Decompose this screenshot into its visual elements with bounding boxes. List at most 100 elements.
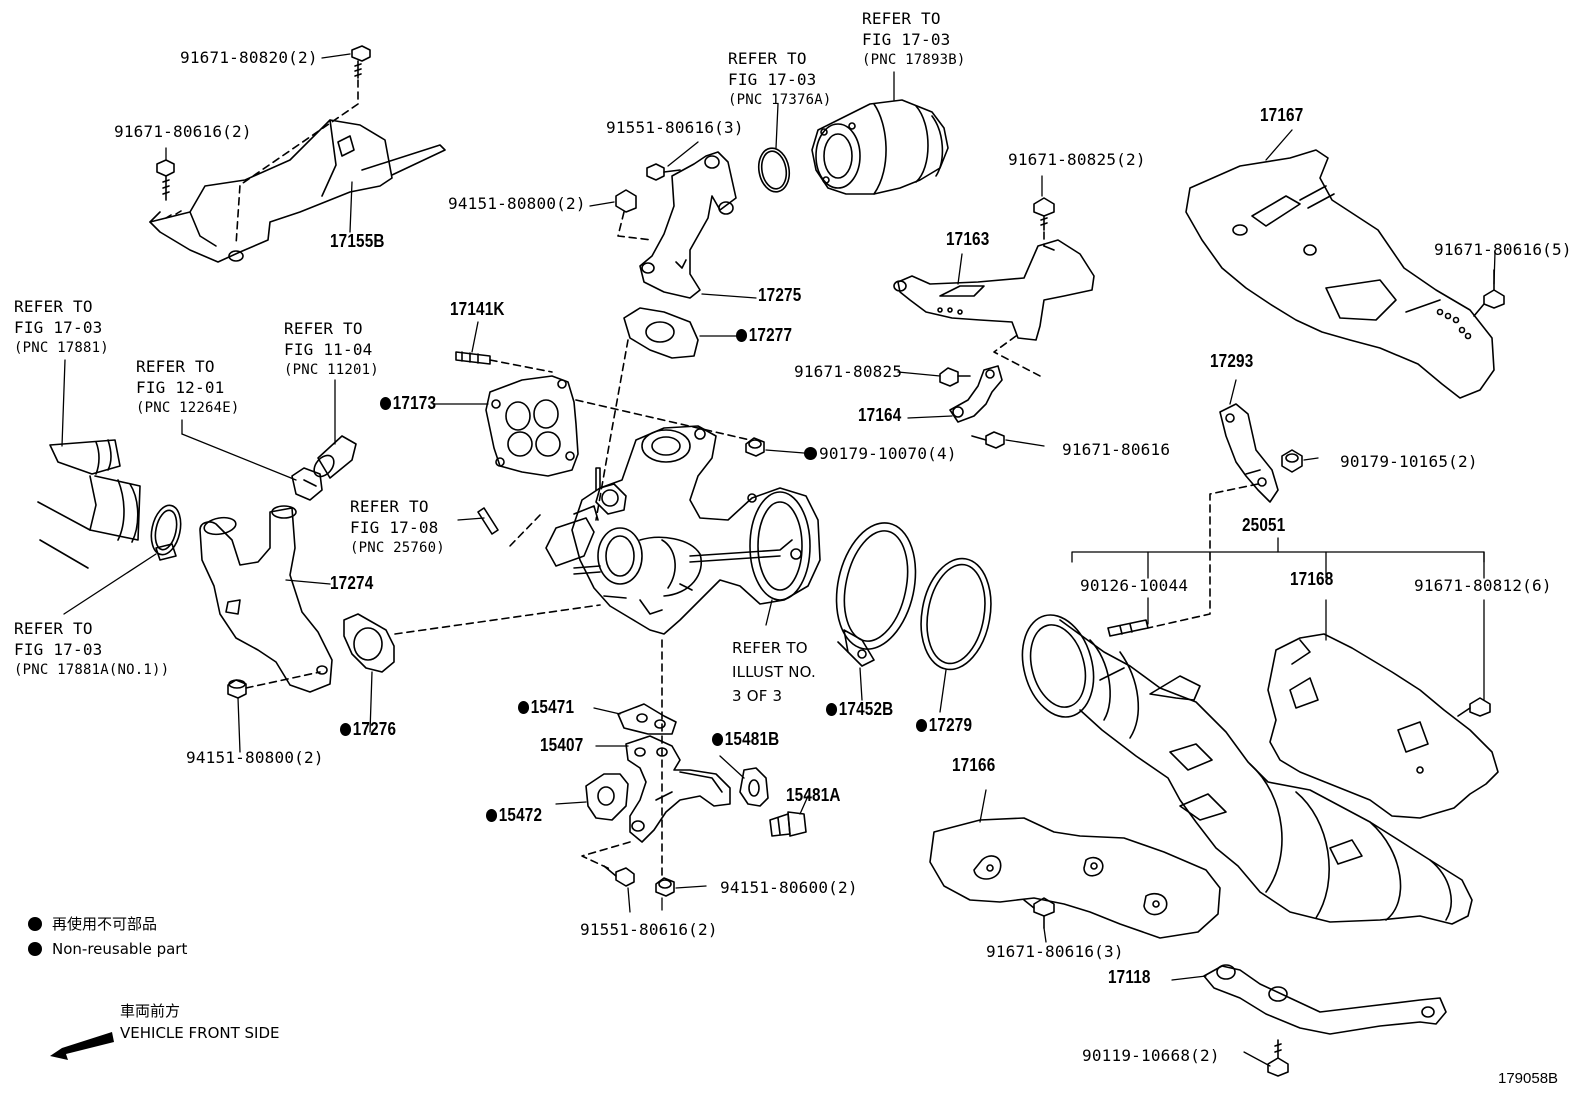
label-17275: 17275	[758, 285, 802, 305]
label-15481b-text: 15481B	[724, 729, 780, 749]
bolt-91671-80825-b	[939, 367, 971, 387]
gasket-17277	[623, 307, 699, 359]
line-oilpipe-nut	[617, 211, 653, 241]
non-reusable-dot	[804, 447, 817, 460]
ref-17881-line2: FIG 17-03	[14, 318, 103, 337]
stud-90126-10044	[1107, 619, 1149, 637]
bolt-91671-80616-b	[971, 431, 1005, 449]
ref-17881a-line1: REFER TO	[14, 619, 93, 638]
vehicle-front-jp: 車両前方	[120, 1002, 181, 1020]
heat-insulator-17155b	[149, 79, 446, 263]
ref-17881: REFER TO FIG 17-03 (PNC 17881)	[14, 296, 109, 359]
non-reusable-dot	[736, 329, 748, 342]
label-15407: 15407	[540, 735, 584, 755]
vehicle-front-arrow	[50, 1032, 114, 1060]
gasket-15481b	[739, 767, 769, 807]
bolt-91551-80616-a	[646, 163, 681, 181]
ref-17881a-line3: (PNC 17881A(NO.1))	[14, 662, 170, 678]
label-17277-text: 17277	[748, 325, 793, 345]
vehicle-front-en: VEHICLE FRONT SIDE	[120, 1024, 280, 1042]
stay-17293	[1219, 403, 1279, 503]
bracket-17118	[1203, 964, 1447, 1035]
label-17173: 17173	[380, 394, 436, 413]
heat-insulator-17167	[1185, 149, 1495, 399]
label-15471: 15471	[518, 698, 574, 717]
label-90119-10668: 90119-10668(2)	[1082, 1046, 1220, 1065]
nut-94151-80800-b	[227, 679, 247, 699]
non-reusable-dot	[486, 809, 498, 822]
line-stud	[489, 359, 553, 373]
label-90179-10165: 90179-10165(2)	[1340, 452, 1478, 471]
non-reusable-dot	[712, 733, 724, 746]
ref-25760-line2: FIG 17-08	[350, 518, 439, 537]
label-15472-text: 15472	[498, 805, 543, 825]
bolt-91671-80825-a	[1033, 197, 1055, 231]
gasket-17279	[920, 557, 992, 671]
label-17276-text: 17276	[352, 719, 397, 739]
label-91551-80616-a: 91551-80616(3)	[606, 118, 744, 137]
ref-11201-line1: REFER TO	[284, 319, 363, 338]
ref-12264e-line1: REFER TO	[136, 357, 215, 376]
label-17166: 17166	[952, 755, 996, 775]
bolt-91551-80616-b	[603, 865, 635, 887]
inlet-hose-17274	[199, 505, 333, 693]
label-94151-80800-a: 94151-80800(2)	[448, 194, 586, 213]
hose-clamp	[150, 504, 182, 561]
bolt-91671-80616-a	[156, 159, 175, 201]
bracket-17163	[893, 231, 1095, 377]
ref-17376a-line3: (PNC 17376A)	[728, 92, 832, 108]
oil-return-pipe-15407	[625, 735, 731, 843]
ref-12264e-line3: (PNC 12264E)	[136, 400, 240, 416]
label-17274: 17274	[330, 573, 374, 593]
non-reusable-dot	[916, 719, 928, 732]
bolt-91671-80616-c	[1473, 269, 1505, 317]
label-91671-80825-b: 91671-80825	[794, 362, 903, 381]
bolt-91671-80812	[1457, 697, 1491, 717]
clamp-17452b	[835, 522, 917, 667]
label-91551-80616-b: 91551-80616(2)	[580, 920, 718, 939]
bolt-91671-80820	[351, 45, 371, 79]
legend-row-jp: 再使用不可部品	[28, 912, 187, 937]
ref-illust-3-line3: 3 OF 3	[732, 687, 783, 705]
label-17167: 17167	[1260, 105, 1304, 125]
ref-11201-line2: FIG 11-04	[284, 340, 373, 359]
legend-en-text: Non-reusable part	[52, 940, 188, 958]
air-hose-17881	[37, 439, 141, 569]
non-reusable-dot	[518, 701, 530, 714]
label-91671-80616-a: 91671-80616(2)	[114, 122, 252, 141]
label-90126-10044: 90126-10044	[1080, 576, 1189, 595]
label-15472: 15472	[486, 806, 542, 825]
legend-row-en: Non-reusable part	[28, 937, 187, 962]
legend-dot	[28, 917, 42, 931]
label-17452b-text: 17452B	[838, 699, 894, 719]
label-17452b: 17452B	[826, 700, 893, 719]
ref-17881-line1: REFER TO	[14, 297, 93, 316]
label-94151-80600: 94151-80600(2)	[720, 878, 858, 897]
vehicle-front-side: 車両前方 VEHICLE FRONT SIDE	[120, 1000, 280, 1044]
label-17277: 17277	[736, 326, 792, 345]
label-94151-80800-b: 94151-80800(2)	[186, 748, 324, 767]
label-15471-text: 15471	[530, 697, 575, 717]
label-91671-80616-d: 91671-80616(3)	[986, 942, 1124, 961]
ref-12264e: REFER TO FIG 12-01 (PNC 12264E)	[136, 356, 240, 419]
nut-94151-80600	[655, 877, 675, 897]
label-17164: 17164	[858, 405, 902, 425]
label-91671-80616-c: 91671-80616(5)	[1434, 240, 1572, 259]
ref-17376a-line1: REFER TO	[728, 49, 807, 68]
turbo-oil-pipe-17275	[639, 151, 737, 299]
ref-17893b-line1: REFER TO	[862, 9, 941, 28]
vacuum-hose-25760	[477, 507, 499, 535]
line-15407-bolt	[581, 841, 631, 871]
gasket-17173	[485, 375, 579, 477]
bracket-17164	[949, 365, 1003, 423]
label-25051: 25051	[1242, 515, 1286, 535]
ref-25760-line1: REFER TO	[350, 497, 429, 516]
label-15481b: 15481B	[712, 730, 779, 749]
hose-11201	[313, 435, 357, 479]
label-17276: 17276	[340, 720, 396, 739]
label-17279: 17279	[916, 716, 972, 735]
label-91671-80820: 91671-80820(2)	[180, 48, 318, 67]
ref-17881-line3: (PNC 17881)	[14, 340, 109, 356]
nut-90179-10070	[745, 437, 765, 457]
label-17173-text: 17173	[392, 393, 437, 413]
